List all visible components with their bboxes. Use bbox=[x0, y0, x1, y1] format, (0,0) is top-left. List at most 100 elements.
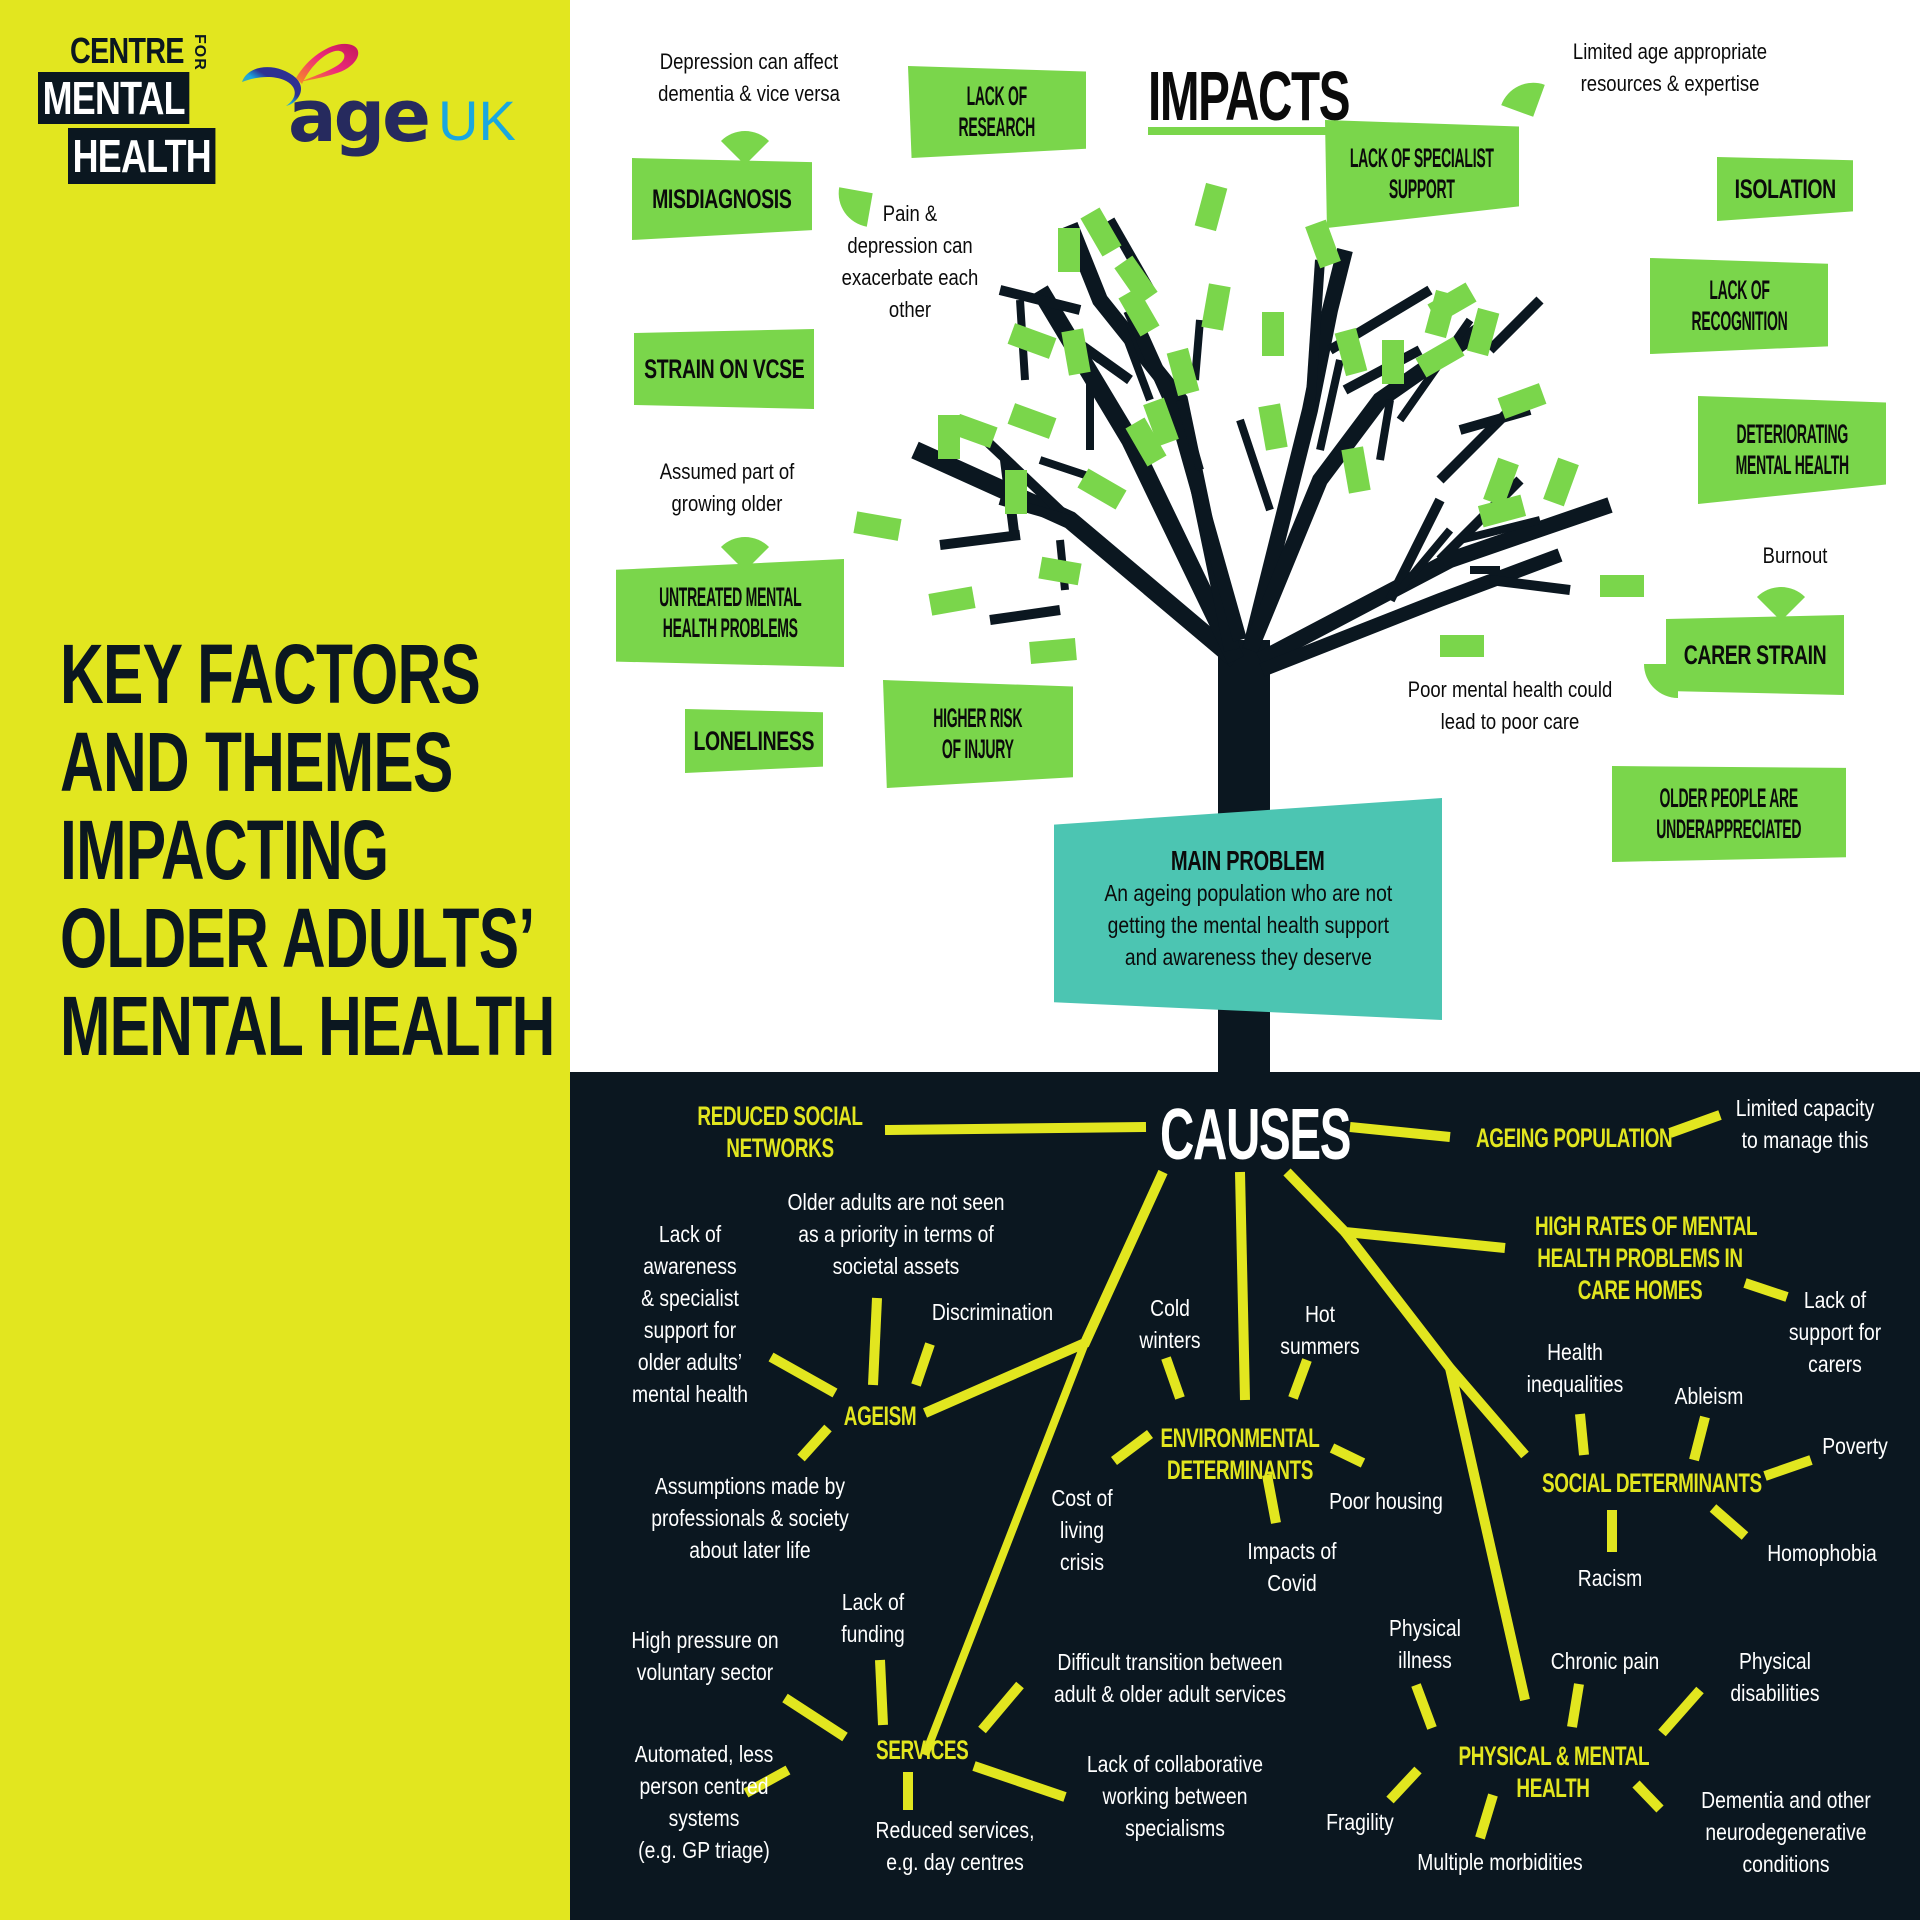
factor-line: as a priority in terms of bbox=[798, 1221, 994, 1247]
factor-line: societal assets bbox=[832, 1253, 960, 1279]
cause-ageing-population: AGEING POPULATION bbox=[1476, 1122, 1673, 1154]
factor-automated-systems: Automated, less person centred systems (… bbox=[630, 1738, 778, 1866]
title-line: KEY FACTORS bbox=[60, 627, 481, 721]
factor-line: living bbox=[1059, 1517, 1105, 1543]
main-problem-line: An ageing population who are not bbox=[1104, 880, 1392, 906]
impact-label: CARER STRAIN bbox=[1683, 639, 1827, 670]
note-assumed-part-of-growing-older: Assumed part of growing older bbox=[639, 456, 815, 520]
impact-label: ISOLATION bbox=[1734, 173, 1836, 204]
factor-limited-capacity: Limited capacity to manage this bbox=[1717, 1092, 1893, 1156]
factor-line: Discrimination bbox=[931, 1299, 1054, 1325]
factor-line: Chronic pain bbox=[1550, 1648, 1660, 1674]
impact-label-line: UNDERAPPRECIATED bbox=[1656, 814, 1802, 844]
cause-label-line: PHYSICAL & MENTAL bbox=[1458, 1741, 1650, 1771]
logo-text-age: age bbox=[288, 74, 431, 158]
impact-label-line: OLDER PEOPLE ARE bbox=[1659, 783, 1799, 813]
note-line: dementia & vice versa bbox=[658, 81, 840, 106]
factor-line: disabilities bbox=[1730, 1680, 1820, 1706]
impact-box-carer-strain: CARER STRAIN bbox=[1666, 615, 1844, 695]
factor-line: summers bbox=[1280, 1333, 1360, 1359]
factor-line: Fragility bbox=[1326, 1809, 1394, 1835]
factor-line: Racism bbox=[1577, 1565, 1643, 1591]
factor-line: neurodegenerative bbox=[1705, 1819, 1867, 1845]
main-problem-box: MAIN PROBLEM An ageing population who ar… bbox=[1054, 798, 1442, 1020]
factor-line: Physical bbox=[1389, 1615, 1461, 1641]
note-line: Burnout bbox=[1762, 543, 1828, 568]
cause-reduced-social-networks: REDUCED SOCIAL NETWORKS bbox=[696, 1100, 864, 1164]
factor-fragility: Fragility bbox=[1318, 1806, 1402, 1838]
factor-high-pressure-voluntary: High pressure on voluntary sector bbox=[625, 1624, 785, 1688]
factor-physical-illness: Physical illness bbox=[1379, 1612, 1471, 1676]
factor-dementia-neurodegenerative: Dementia and other neurodegenerative con… bbox=[1694, 1784, 1879, 1880]
factor-line: Automated, less bbox=[634, 1741, 774, 1767]
factor-line: Cost of bbox=[1051, 1485, 1113, 1511]
cause-physical-mental-health: PHYSICAL & MENTAL HEALTH bbox=[1458, 1740, 1650, 1804]
cause-social-determinants: SOCIAL DETERMINANTS bbox=[1542, 1467, 1762, 1499]
factor-line: specialisms bbox=[1125, 1815, 1225, 1841]
factor-line: Hot bbox=[1304, 1301, 1336, 1327]
cause-label-line: NETWORKS bbox=[726, 1133, 834, 1163]
factor-physical-disabilities: Physical disabilities bbox=[1720, 1645, 1829, 1709]
main-problem-title: MAIN PROBLEM bbox=[1171, 845, 1325, 876]
title-line: MENTAL HEALTH bbox=[60, 979, 555, 1073]
factor-line: Physical bbox=[1739, 1648, 1811, 1674]
note-limited-resources: Limited age appropriate resources & expe… bbox=[1544, 36, 1796, 100]
title-line: AND THEMES bbox=[60, 715, 453, 809]
logo-text-for: FOR bbox=[191, 34, 208, 71]
factor-line: Covid bbox=[1267, 1570, 1317, 1596]
impact-box-misdiagnosis: MISDIAGNOSIS bbox=[632, 158, 812, 240]
factor-racism: Racism bbox=[1576, 1562, 1643, 1594]
cause-label-line: DETERMINANTS bbox=[1167, 1455, 1313, 1485]
note-line: Limited age appropriate bbox=[1572, 39, 1768, 64]
impact-label-line: LACK OF bbox=[966, 81, 1028, 111]
factor-line: adult & older adult services bbox=[1054, 1681, 1286, 1707]
logo-text-health: HEALTH bbox=[68, 128, 216, 184]
note-line: Depression can affect bbox=[659, 49, 839, 74]
page-title: KEY FACTORS AND THEMES IMPACTING OLDER A… bbox=[60, 627, 555, 1073]
factor-line: Difficult transition between bbox=[1057, 1649, 1283, 1675]
factor-hot-summers: Hot summers bbox=[1274, 1298, 1366, 1362]
cause-label-line: HIGH RATES OF MENTAL bbox=[1535, 1211, 1758, 1241]
factor-not-seen-as-priority: Older adults are not seen as a priority … bbox=[778, 1186, 1013, 1282]
centre-for-mental-health-logo: CENTRE FOR MENTAL HEALTH bbox=[38, 30, 216, 205]
logo-text-mental: MENTAL bbox=[38, 72, 190, 124]
factor-line: Lack of bbox=[1803, 1287, 1867, 1313]
title-line: OLDER ADULTS’ bbox=[60, 891, 535, 985]
infinity-ribbon-icon bbox=[242, 43, 359, 106]
factor-line: inequalities bbox=[1526, 1371, 1624, 1397]
impacts-heading: IMPACTS bbox=[1148, 57, 1351, 135]
impact-label-line: MENTAL HEALTH bbox=[1735, 450, 1849, 480]
main-problem-text: An ageing population who are not getting… bbox=[1104, 877, 1392, 973]
cause-label-line: AGEING POPULATION bbox=[1476, 1123, 1673, 1153]
factor-line: & specialist bbox=[641, 1285, 739, 1311]
factor-lack-of-collaborative-working: Lack of collaborative working between sp… bbox=[1078, 1748, 1271, 1844]
factor-line: Ableism bbox=[1674, 1383, 1744, 1409]
factor-line: Dementia and other bbox=[1701, 1787, 1871, 1813]
factor-line: person centred bbox=[639, 1773, 769, 1799]
cause-label-line: AGEISM bbox=[843, 1401, 917, 1431]
factor-line: crisis bbox=[1059, 1549, 1104, 1575]
factor-line: older adults’ bbox=[637, 1349, 743, 1375]
note-line: exacerbate each bbox=[841, 265, 979, 290]
note-pain-depression: Pain & depression can exacerbate each ot… bbox=[818, 198, 1003, 326]
note-line: Poor mental health could bbox=[1407, 677, 1613, 702]
impact-label: STRAIN ON VCSE bbox=[643, 353, 805, 384]
note-line: Assumed part of bbox=[659, 459, 795, 484]
factor-reduced-services: Reduced services, e.g. day centres bbox=[867, 1814, 1043, 1878]
factor-line: funding bbox=[841, 1621, 905, 1647]
impact-label-line: RECOGNITION bbox=[1691, 306, 1787, 336]
cause-label-line: CARE HOMES bbox=[1577, 1275, 1703, 1305]
factor-cold-winters: Cold winters bbox=[1128, 1292, 1212, 1356]
cause-label-line: SOCIAL DETERMINANTS bbox=[1542, 1468, 1762, 1498]
factor-line: illness bbox=[1398, 1647, 1452, 1673]
impact-label: LONELINESS bbox=[693, 725, 815, 756]
factor-line: support for bbox=[643, 1317, 737, 1343]
factor-line: Lack of collaborative bbox=[1086, 1751, 1264, 1777]
